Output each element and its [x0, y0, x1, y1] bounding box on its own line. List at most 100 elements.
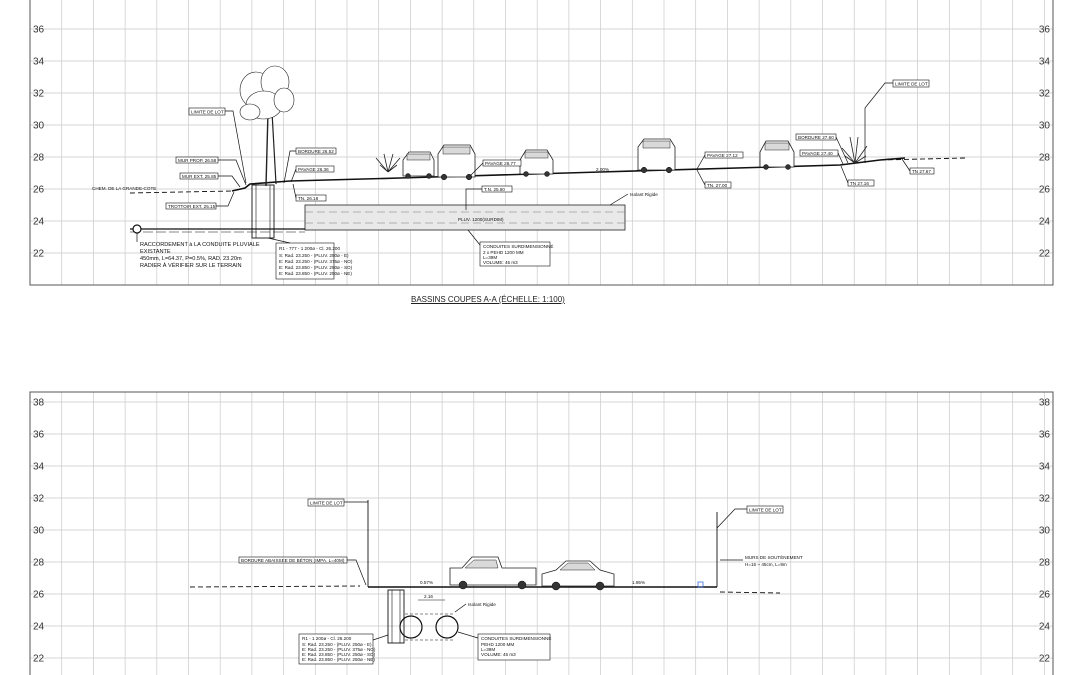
y-tick-label: 22: [33, 654, 45, 665]
y-tick-label: 26: [33, 185, 45, 196]
svg-text:2 x PEHD 1200 MM: 2 x PEHD 1200 MM: [483, 250, 524, 255]
note-regard-2: R1 - 1 200ø - Cl. 26.200 S: Rad. 23.250 …: [298, 633, 389, 665]
svg-text:VOLUME: 45 m3: VOLUME: 45 m3: [481, 652, 516, 657]
svg-text:Isolant Rigide: Isolant Rigide: [630, 192, 658, 197]
svg-text:TN 27.16: TN 27.16: [850, 181, 869, 186]
svg-text:MUR PROP. 26.58: MUR PROP. 26.58: [178, 158, 217, 163]
label-limite-lot-left-2: LIMITE DE LOT: [307, 498, 368, 507]
label-murs-soutenement: MURS DE SOUTÈNEMENT H=15 ~ 45cm, L=9m: [720, 554, 803, 567]
label-limite-lot-right: LIMITE DE LOT: [864, 79, 930, 163]
label-pavage-2: PAVAGE 26.77: [469, 159, 522, 177]
manhole-structure: [251, 184, 275, 239]
svg-text:PEHD 1200 MM: PEHD 1200 MM: [481, 642, 514, 647]
label-bordure-1: BORDURE 26.52: [283, 147, 337, 184]
label-tn-1: TN. 26.18: [292, 183, 327, 202]
y-tick-label: 34: [1039, 57, 1051, 68]
svg-text:LIMITE DE LOT: LIMITE DE LOT: [191, 110, 224, 115]
existing-ground-line-left-2: [189, 585, 361, 588]
svg-text:L=39M: L=39M: [481, 647, 495, 652]
y-tick-label: 26: [1039, 590, 1051, 601]
svg-text:CONDUITES SURDIMENSIONNÉ: CONDUITES SURDIMENSIONNÉ: [483, 243, 553, 249]
svg-text:E: Rad. 23.250 - (PLUV. 375ø -: E: Rad. 23.250 - (PLUV. 375ø - NO): [302, 647, 376, 652]
svg-text:TN. 26.18: TN. 26.18: [298, 196, 319, 201]
frame-section-1: [29, 0, 1054, 286]
svg-text:E: Rad. 23.850 - (PLUV. 250ø -: E: Rad. 23.850 - (PLUV. 250ø - SO): [302, 652, 376, 657]
svg-text:Isolant Rigide: Isolant Rigide: [468, 602, 496, 607]
note-conduites-1: CONDUITES SURDIMENSIONNÉ 2 x PEHD 1200 M…: [467, 229, 553, 267]
y-tick-label: 28: [33, 558, 45, 569]
label-pavage-3: PAVAGE 27.12: [696, 151, 744, 170]
svg-text:TN. 27.00: TN. 27.00: [707, 183, 728, 188]
label-mur-ext: MUR EXT. 25.85: [179, 172, 241, 188]
svg-text:LIMITE DE LOT: LIMITE DE LOT: [310, 501, 343, 506]
grid-section-2: [30, 392, 1053, 675]
car-icon: [759, 140, 795, 170]
pipe-1200-right: [435, 615, 459, 639]
svg-text:LIMITE DE LOT: LIMITE DE LOT: [749, 508, 782, 513]
label-pavage-1: PAVAGE 26.36: [290, 165, 335, 183]
retention-basin: [304, 204, 626, 231]
label-isolant-1: Isolant Rigide: [609, 192, 658, 206]
svg-text:BORDURE 26.52: BORDURE 26.52: [298, 149, 334, 154]
label-isolant-2: Isolant Rigide: [454, 602, 496, 613]
y-tick-label: 32: [1039, 494, 1051, 505]
svg-text:S: Rad. 23.250 - (PLUV. 250ø -: S: Rad. 23.250 - (PLUV. 250ø - E): [279, 253, 349, 258]
svg-text:CONDUITES SURDIMENSIONNÉ: CONDUITES SURDIMENSIONNÉ: [481, 635, 551, 641]
truck-icon: [637, 138, 676, 174]
svg-text:E: Rad. 23.850 - (PLUV. 250ø -: E: Rad. 23.850 - (PLUV. 250ø - NE): [302, 657, 375, 662]
svg-text:BORDURE 27.60: BORDURE 27.60: [798, 135, 834, 140]
y-tick-label: 28: [1039, 153, 1051, 164]
label-mur-prop: MUR PROP. 26.58: [175, 156, 247, 186]
y-tick-label: 30: [33, 526, 45, 537]
label-limite-lot-left: LIMITE DE LOT: [188, 107, 247, 184]
y-tick-label: 30: [33, 121, 45, 132]
note-raccordement: RACCORDEMENT à LA CONDUITE PLUVIALE EXIS…: [136, 233, 260, 269]
svg-text:MURS DE SOUTÈNEMENT: MURS DE SOUTÈNEMENT: [745, 554, 803, 560]
label-tn-2: T.N. 25.80: [465, 185, 513, 210]
y-tick-label: 36: [1039, 25, 1051, 36]
label-tn-4: TN 27.16: [840, 165, 875, 187]
pipe-1200-left: [399, 615, 423, 639]
svg-text:TROTTOIR EXT. 25.15: TROTTOIR EXT. 25.15: [168, 204, 216, 209]
y-tick-label: 34: [33, 57, 45, 68]
dimension-label: 2.16: [424, 594, 433, 599]
y-tick-label: 24: [1039, 217, 1051, 228]
svg-text:R1 - 1 200ø - Cl. 26.200: R1 - 1 200ø - Cl. 26.200: [302, 636, 352, 641]
y-tick-label: 36: [33, 430, 45, 441]
svg-text:E: Rad. 23.850 - (PLUV. 250ø -: E: Rad. 23.850 - (PLUV. 250ø - NE): [279, 271, 352, 276]
y-tick-label: 24: [33, 622, 45, 633]
label-tn-3: TN. 27.00: [696, 169, 732, 189]
svg-text:E: Rad. 23.850 - (PLUV. 250ø -: E: Rad. 23.850 - (PLUV. 250ø - SO): [279, 265, 353, 270]
y-tick-label: 30: [1039, 526, 1051, 537]
existing-ground-line-left: [129, 190, 233, 194]
y-tick-label: 28: [1039, 558, 1051, 569]
frame-section-2: [29, 391, 1054, 675]
y-tick-label: 26: [33, 590, 45, 601]
svg-text:L=39M: L=39M: [483, 255, 497, 260]
svg-text:R1 - 777 - 1 200ø - Cl. 26.200: R1 - 777 - 1 200ø - Cl. 26.200: [279, 246, 340, 251]
svg-text:RACCORDEMENT à LA CONDUITE PLU: RACCORDEMENT à LA CONDUITE PLUVIALE: [140, 242, 260, 248]
slope-label: 2.00%: [596, 167, 609, 172]
svg-text:LIMITE DE LOT: LIMITE DE LOT: [895, 82, 928, 87]
note-conduites-2: CONDUITES SURDIMENSIONNÉ PEHD 1200 MM L=…: [457, 631, 551, 661]
existing-ground-line-right: [879, 157, 966, 161]
chemin-label: CHEM. DE LA GRANDE-COTE: [92, 186, 156, 191]
slope-label-2: 1.95%: [632, 580, 645, 585]
y-tick-label: 22: [1039, 654, 1051, 665]
tree-icon: [239, 65, 295, 187]
y-tick-label: 28: [33, 153, 45, 164]
y-tick-label: 30: [1039, 121, 1051, 132]
svg-text:H=15 ~ 45cm, L=9m: H=15 ~ 45cm, L=9m: [745, 562, 787, 567]
label-limite-lot-right-2: LIMITE DE LOT: [716, 505, 784, 529]
truck-icon: [449, 556, 537, 590]
drain-marker: [697, 581, 704, 588]
svg-text:PAVAGE 27.12: PAVAGE 27.12: [707, 153, 738, 158]
y-tick-label: 36: [33, 25, 45, 36]
y-tick-label: 38: [1039, 398, 1051, 409]
car-icon: [402, 151, 435, 179]
svg-text:PAVAGE 26.36: PAVAGE 26.36: [298, 167, 329, 172]
y-tick-label: 22: [1039, 249, 1051, 260]
